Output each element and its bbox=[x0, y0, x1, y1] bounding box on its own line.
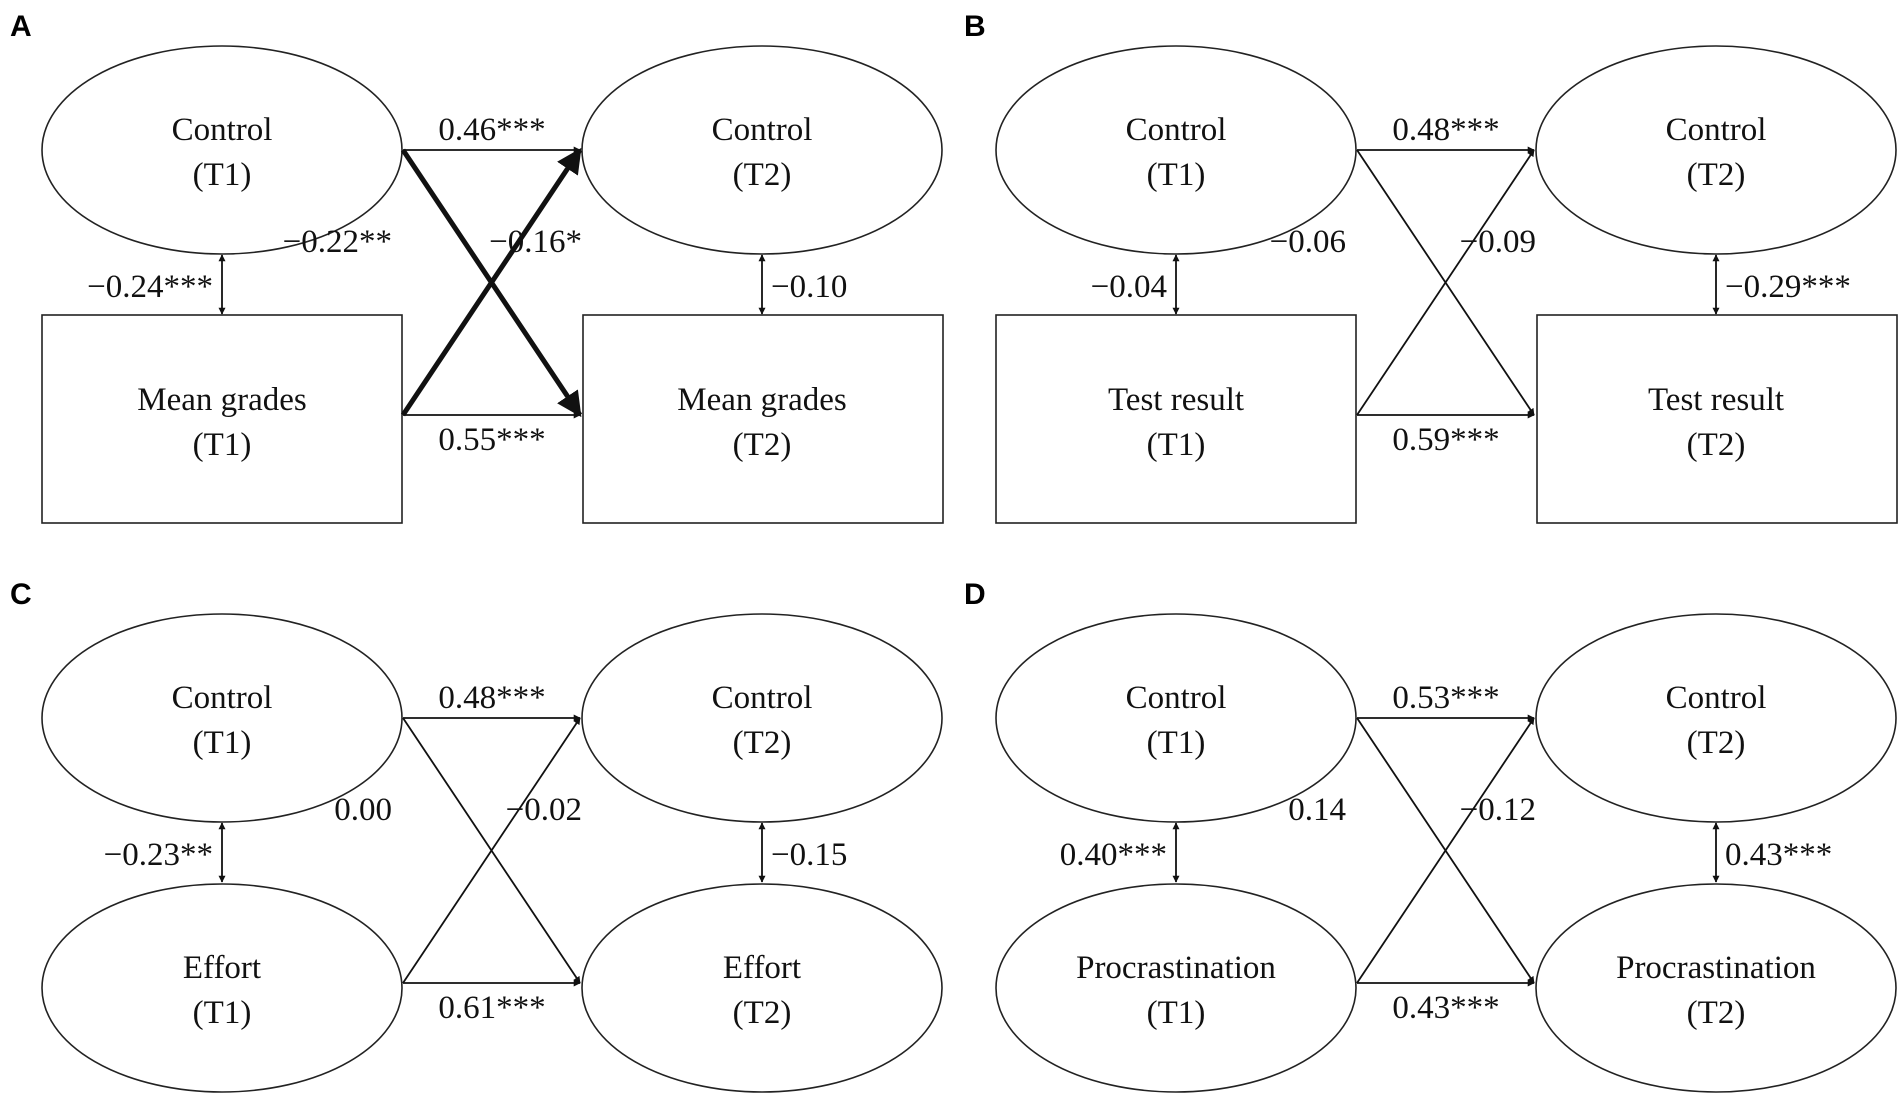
coef-stability-top: 0.48*** bbox=[438, 680, 545, 716]
node-t2-bottom-time: (T2) bbox=[733, 995, 792, 1031]
coef-stability-top: 0.53*** bbox=[1392, 680, 1499, 716]
node-t1-top-ellipse bbox=[995, 613, 1357, 823]
node-t1-top-ellipse bbox=[41, 45, 403, 255]
coef-correlation-t2: 0.43*** bbox=[1725, 837, 1832, 873]
node-t1-top-time: (T1) bbox=[1147, 725, 1206, 761]
node-t2-top-time: (T2) bbox=[733, 157, 792, 193]
node-t1-top-ellipse bbox=[995, 45, 1357, 255]
coef-stability-top: 0.48*** bbox=[1392, 112, 1499, 148]
coef-cross-top-to-bottom: −0.22** bbox=[283, 224, 392, 260]
arrow-cross-bottom-to-top bbox=[402, 717, 581, 984]
node-t1-bottom-time: (T1) bbox=[193, 427, 252, 463]
node-t1-bottom-box bbox=[41, 314, 403, 524]
node-t1-top-label: Control bbox=[1126, 680, 1227, 716]
coef-correlation-t2: −0.29*** bbox=[1725, 269, 1851, 305]
node-t1-top-label: Control bbox=[172, 112, 273, 148]
coef-correlation-t1: −0.24*** bbox=[87, 269, 213, 305]
coef-cross-bottom-to-top: −0.16* bbox=[489, 224, 582, 260]
arrow-cross-bottom-to-top bbox=[1356, 149, 1535, 416]
node-t1-bottom-ellipse bbox=[995, 883, 1357, 1093]
node-t2-top-label: Control bbox=[712, 112, 813, 148]
coef-stability-bottom: 0.55*** bbox=[438, 422, 545, 458]
coef-stability-top: 0.46*** bbox=[438, 112, 545, 148]
panel-a: A Control (T1) Control (T2) Mean grades (T1) Me… bbox=[10, 10, 944, 524]
panel-b: B Control (T1) Control (T2) Test result (T1) Te… bbox=[964, 10, 1898, 524]
node-t2-bottom-box bbox=[582, 314, 944, 524]
arrow-cross-bottom-to-top bbox=[1356, 717, 1535, 984]
coef-correlation-t1: 0.40*** bbox=[1060, 837, 1167, 873]
node-t1-bottom-time: (T1) bbox=[1147, 427, 1206, 463]
node-t1-top-label: Control bbox=[1126, 112, 1227, 148]
node-t2-bottom-label: Test result bbox=[1648, 382, 1784, 418]
node-t2-bottom-label: Effort bbox=[723, 950, 801, 986]
node-t1-bottom-time: (T1) bbox=[1147, 995, 1206, 1031]
node-t2-bottom-time: (T2) bbox=[733, 427, 792, 463]
coef-cross-bottom-to-top: −0.12 bbox=[1460, 792, 1536, 828]
node-t2-top-label: Control bbox=[1666, 112, 1767, 148]
node-t1-bottom-label: Test result bbox=[1108, 382, 1244, 418]
node-t2-top-label: Control bbox=[712, 680, 813, 716]
node-t1-top-time: (T1) bbox=[193, 725, 252, 761]
coef-stability-bottom: 0.59*** bbox=[1392, 422, 1499, 458]
node-t1-bottom-label: Procrastination bbox=[1076, 950, 1276, 986]
node-t2-bottom-box bbox=[1536, 314, 1898, 524]
node-t1-bottom-label: Mean grades bbox=[137, 382, 307, 418]
arrow-cross-bottom-to-top bbox=[400, 147, 583, 417]
coef-correlation-t1: −0.23** bbox=[104, 837, 213, 873]
panel-letter: C bbox=[10, 578, 32, 611]
coef-cross-bottom-to-top: −0.09 bbox=[1460, 224, 1536, 260]
node-t2-bottom-label: Procrastination bbox=[1616, 950, 1816, 986]
coef-stability-bottom: 0.61*** bbox=[438, 990, 545, 1026]
node-t2-top-time: (T2) bbox=[1687, 157, 1746, 193]
node-t2-top-time: (T2) bbox=[733, 725, 792, 761]
coef-correlation-t2: −0.15 bbox=[771, 837, 847, 873]
node-t2-bottom-time: (T2) bbox=[1687, 427, 1746, 463]
node-t1-top-label: Control bbox=[172, 680, 273, 716]
coef-cross-top-to-bottom: 0.00 bbox=[334, 792, 392, 828]
node-t2-bottom-time: (T2) bbox=[1687, 995, 1746, 1031]
node-t1-bottom-box bbox=[995, 314, 1357, 524]
panel-letter: B bbox=[964, 10, 986, 43]
coef-cross-top-to-bottom: 0.14 bbox=[1288, 792, 1346, 828]
node-t1-bottom-ellipse bbox=[41, 883, 403, 1093]
coef-cross-top-to-bottom: −0.06 bbox=[1270, 224, 1346, 260]
panel-letter: D bbox=[964, 578, 986, 611]
coef-correlation-t2: −0.10 bbox=[771, 269, 847, 305]
node-t2-top-ellipse bbox=[581, 613, 943, 823]
panel-d: D Control (T1) Control (T2) Procrastination (T… bbox=[964, 578, 1897, 1093]
node-t1-top-ellipse bbox=[41, 613, 403, 823]
node-t1-top-time: (T1) bbox=[1147, 157, 1206, 193]
node-t2-bottom-label: Mean grades bbox=[677, 382, 847, 418]
panel-letter: A bbox=[10, 10, 32, 43]
node-t2-top-ellipse bbox=[581, 45, 943, 255]
node-t2-top-ellipse bbox=[1535, 45, 1897, 255]
node-t2-top-label: Control bbox=[1666, 680, 1767, 716]
node-t2-bottom-ellipse bbox=[1535, 883, 1897, 1093]
coef-correlation-t1: −0.04 bbox=[1091, 269, 1167, 305]
coef-cross-bottom-to-top: −0.02 bbox=[506, 792, 582, 828]
panel-c: C Control (T1) Control (T2) Effort (T1) Effort (… bbox=[10, 578, 943, 1093]
node-t1-bottom-time: (T1) bbox=[193, 995, 252, 1031]
node-t2-bottom-ellipse bbox=[581, 883, 943, 1093]
coef-stability-bottom: 0.43*** bbox=[1392, 990, 1499, 1026]
node-t1-bottom-label: Effort bbox=[183, 950, 261, 986]
node-t2-top-ellipse bbox=[1535, 613, 1897, 823]
node-t2-top-time: (T2) bbox=[1687, 725, 1746, 761]
node-t1-top-time: (T1) bbox=[193, 157, 252, 193]
